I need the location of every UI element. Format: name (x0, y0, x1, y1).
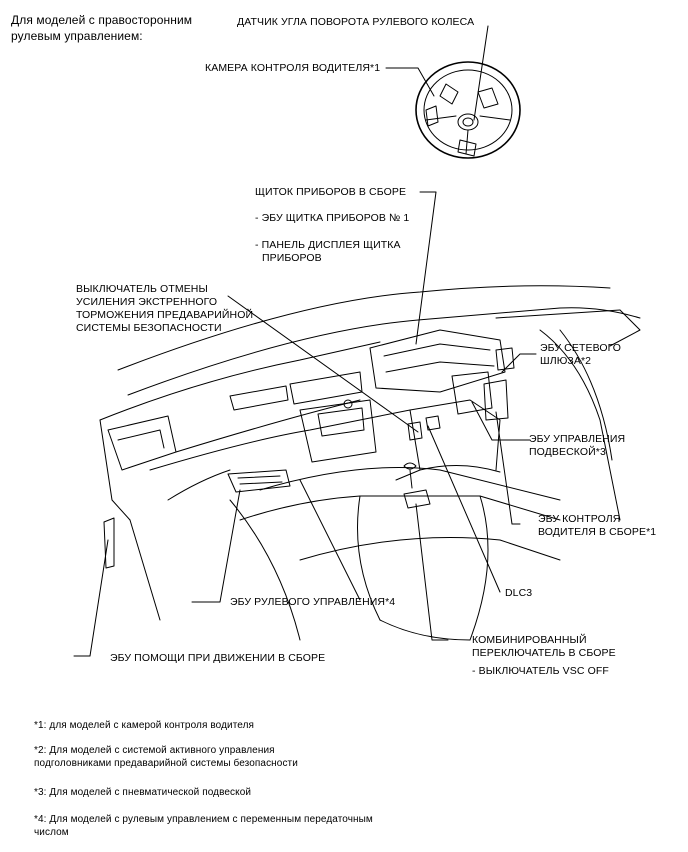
label-dlc3: DLC3 (505, 587, 533, 599)
label-driver-monitor-ecu-line-2: ВОДИТЕЛЯ В СБОРЕ*1 (538, 526, 657, 538)
dashboard-drawing (99, 285, 641, 641)
label-instrument-cluster: ЩИТОК ПРИБОРОВ В СБОРЕ (255, 186, 407, 198)
label-steering-ecu: ЭБУ РУЛЕВОГО УПРАВЛЕНИЯ*4 (230, 596, 396, 608)
label-cancel-switch-line-1: ВЫКЛЮЧАТЕЛЬ ОТМЕНЫ (76, 283, 208, 295)
label-cluster-ecu: - ЭБУ ЩИТКА ПРИБОРОВ № 1 (255, 212, 410, 224)
footnote-3: *3: Для моделей с пневматической подвеск… (34, 787, 252, 798)
footnote-2-line-1: *2: Для моделей с системой активного упр… (34, 745, 275, 756)
footnote-2-line-2: подголовниками предаварийной системы без… (34, 758, 298, 769)
label-cancel-switch-line-2: УСИЛЕНИЯ ЭКСТРЕННОГО (76, 296, 218, 308)
label-vsc-off-switch: - ВЫКЛЮЧАТЕЛЬ VSC OFF (472, 665, 609, 677)
header-line-1: Для моделей с правосторонним (11, 13, 193, 27)
label-suspension-ecu-line-2: ПОДВЕСКОЙ*3 (529, 446, 606, 458)
footnote-4-line-1: *4: Для моделей с рулевым управлением с … (34, 814, 373, 825)
leader-lines (73, 25, 537, 657)
label-cluster-panel-line-2: ПРИБОРОВ (262, 252, 322, 264)
label-driver-monitor-ecu-line-1: ЭБУ КОНТРОЛЯ (538, 513, 621, 525)
label-cancel-switch-line-4: СИСТЕМЫ БЕЗОПАСНОСТИ (76, 322, 222, 334)
label-cancel-switch-line-3: ТОРМОЖЕНИЯ ПРЕДАВАРИЙНОЙ (76, 309, 254, 321)
header-line-2: рулевым управлением: (11, 29, 143, 43)
label-combination-switch-line-1: КОМБИНИРОВАННЫЙ (472, 634, 587, 646)
label-combination-switch-line-2: ПЕРЕКЛЮЧАТЕЛЬ В СБОРЕ (472, 647, 616, 659)
footnote-1: *1: для моделей с камерой контроля водит… (34, 720, 255, 731)
label-driver-camera: КАМЕРА КОНТРОЛЯ ВОДИТЕЛЯ*1 (205, 62, 381, 74)
footnote-4-line-2: числом (34, 827, 69, 838)
label-driving-support-ecu: ЭБУ ПОМОЩИ ПРИ ДВИЖЕНИИ В СБОРЕ (110, 652, 326, 664)
label-cluster-panel-line-1: - ПАНЕЛЬ ДИСПЛЕЯ ЩИТКА (255, 239, 401, 251)
label-gateway-ecu-line-2: ШЛЮЗА*2 (540, 355, 592, 367)
steering-wheel-drawing (415, 61, 521, 159)
label-steering-angle-sensor: ДАТЧИК УГЛА ПОВОРОТА РУЛЕВОГО КОЛЕСА (237, 16, 475, 28)
label-gateway-ecu-line-1: ЭБУ СЕТЕВОГО (540, 342, 622, 354)
label-suspension-ecu-line-1: ЭБУ УПРАВЛЕНИЯ (529, 433, 626, 445)
